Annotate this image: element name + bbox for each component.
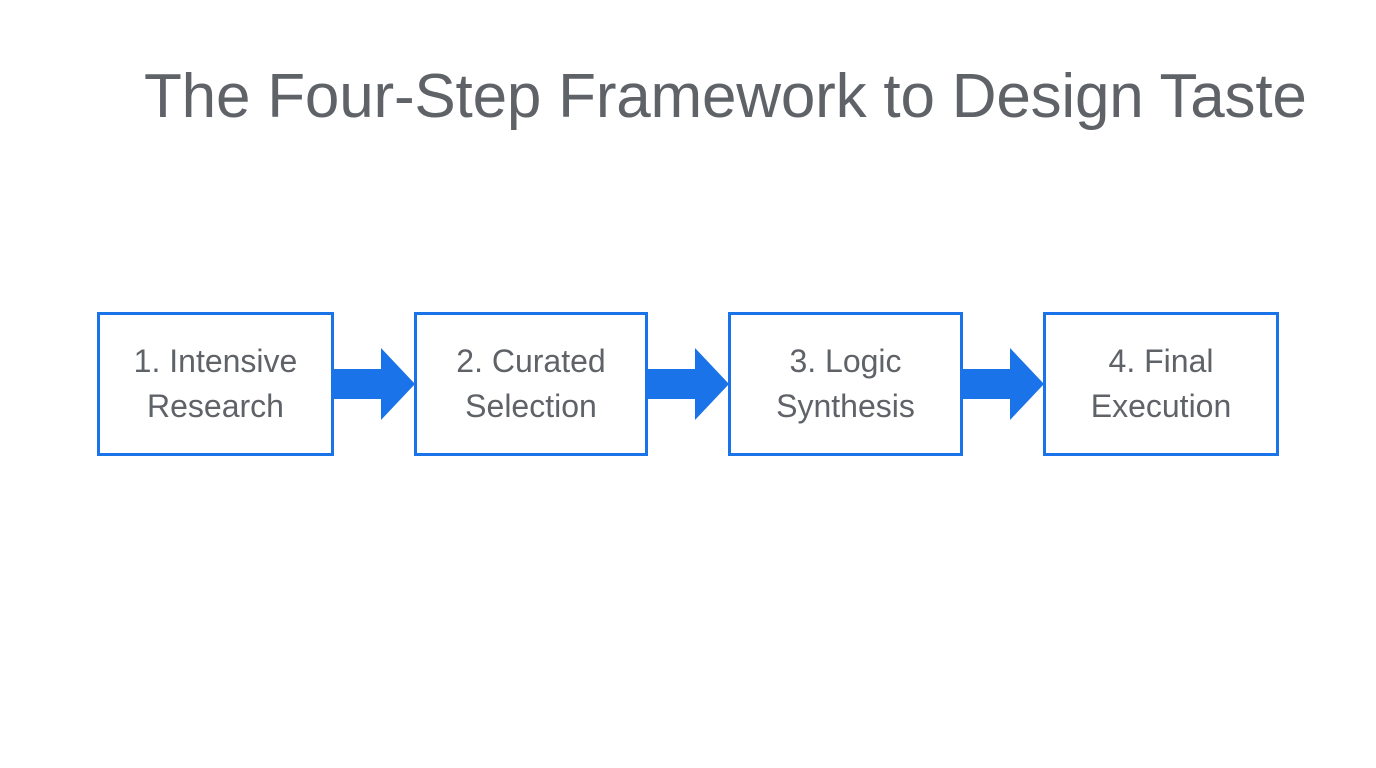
process-step-1-label: 1. Intensive Research	[133, 343, 298, 424]
process-step-3[interactable]: 3. Logic Synthesis	[728, 312, 963, 456]
page-title: The Four-Step Framework to Design Taste	[144, 62, 1307, 131]
process-step-3-label: 3. Logic Synthesis	[776, 343, 915, 424]
right-block-arrow-icon	[647, 348, 729, 420]
right-block-arrow-icon	[333, 348, 415, 420]
process-flow-diagram: 1. Intensive Research 2. Curated Selecti…	[0, 312, 1376, 458]
process-step-4[interactable]: 4. Final Execution	[1043, 312, 1279, 456]
process-step-2-label: 2. Curated Selection	[456, 343, 606, 424]
process-step-4-label: 4. Final Execution	[1090, 343, 1232, 424]
process-step-2[interactable]: 2. Curated Selection	[414, 312, 648, 456]
process-step-1[interactable]: 1. Intensive Research	[97, 312, 334, 456]
right-block-arrow-icon	[962, 348, 1044, 420]
